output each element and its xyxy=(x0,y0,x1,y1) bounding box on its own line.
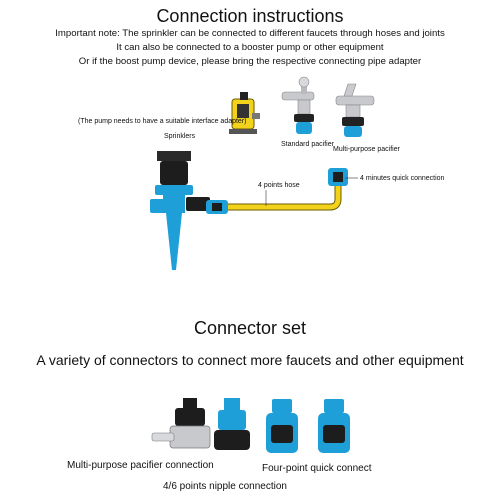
note-line-2: It can also be connected to a booster pu… xyxy=(116,42,384,53)
page-title: Connection instructions xyxy=(156,6,344,26)
four-point-connector-image-1 xyxy=(266,399,298,453)
multi-purpose-caption: Multi-purpose pacifier connection xyxy=(67,460,214,471)
hose-label: 4 points hose xyxy=(258,182,300,189)
multi-purpose-faucet-illustration xyxy=(335,83,375,137)
standard-faucet-illustration xyxy=(281,76,315,134)
note-line-3: Or if the boost pump device, please brin… xyxy=(78,56,422,67)
connector-set-title: Connector set xyxy=(193,318,307,338)
quick-connector-illustration xyxy=(328,168,348,186)
pump-illustration xyxy=(229,92,260,134)
nipple-caption: 4/6 points nipple connection xyxy=(163,481,287,492)
four-point-caption: Four-point quick connect xyxy=(262,463,372,474)
four-point-connector-image-2 xyxy=(318,399,350,453)
quick-connection-label: 4 minutes quick connection xyxy=(360,175,445,182)
pump-label: (The pump needs to have a suitable inter… xyxy=(78,118,247,125)
nipple-connector-image xyxy=(214,398,250,450)
sprinklers-label: Sprinklers xyxy=(164,133,196,140)
multi-purpose-connector-image xyxy=(151,398,211,449)
standard-pacifier-label: Standard pacifier xyxy=(281,141,334,148)
multi-purpose-pacifier-label: Multi-purpose pacifier xyxy=(333,146,400,153)
note-line-1: Important note: The sprinkler can be con… xyxy=(55,28,445,39)
sprinkler-illustration xyxy=(150,151,210,270)
connector-set-subtitle: A variety of connectors to connect more … xyxy=(36,352,464,368)
hose-connector-left xyxy=(206,200,228,214)
hose-illustration xyxy=(228,186,342,211)
